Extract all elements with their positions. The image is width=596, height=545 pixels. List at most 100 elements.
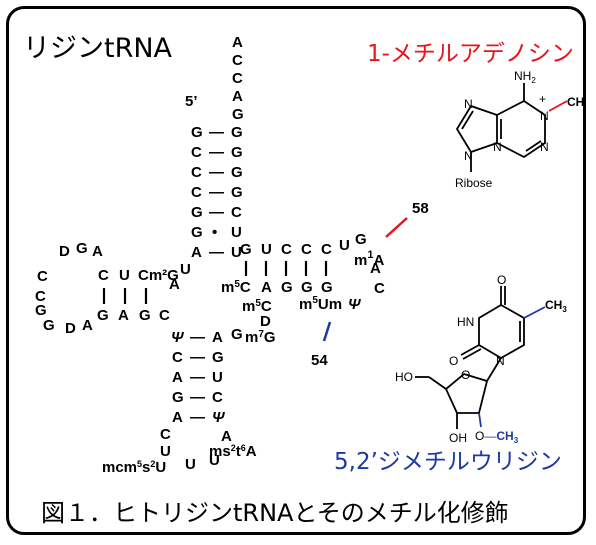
acceptor-tail-G: G	[232, 106, 244, 123]
five-prime-label: 5’	[185, 93, 198, 110]
ac-5p-C: C	[172, 349, 183, 366]
m5um-n1: N	[496, 354, 505, 368]
acceptor-pair-2: —	[209, 164, 224, 181]
d-loop-G2: G	[43, 317, 55, 334]
m1a-n9: N	[464, 149, 473, 163]
m1a-position-label: 58	[412, 200, 429, 217]
acceptor-5p-3: C	[191, 184, 202, 201]
acceptor-3p-4: C	[231, 204, 242, 221]
m5um-pointer-line	[322, 321, 332, 342]
m5um-glyco-bond	[486, 357, 502, 382]
acceptor-pair-6: —	[209, 244, 224, 261]
ac-pair-2: —	[190, 369, 205, 386]
acceptor-tail-C1: C	[232, 52, 243, 69]
m1a-structure	[455, 83, 568, 172]
t-loop-A: A	[370, 260, 381, 277]
m5um-o2-bond-2	[462, 348, 482, 360]
acceptor-tail-A1: A	[232, 34, 243, 51]
acceptor-3p-1: G	[231, 144, 243, 161]
t-loop-C: C	[374, 280, 385, 297]
m5um-o2-bond	[460, 344, 480, 356]
figure-canvas: リジンtRNA A C C A G 5’ G C C C G G A — — —…	[23, 33, 583, 527]
m5um-label: m5Um	[299, 295, 342, 313]
d-loop-C1: C	[37, 268, 48, 285]
m5um-structure	[415, 286, 546, 429]
m1a-plus: +	[539, 92, 546, 106]
ac-pair-1: —	[190, 349, 205, 366]
variable-G: G	[231, 326, 243, 343]
t-top-C3: C	[321, 241, 332, 258]
acceptor-pair-1: —	[209, 144, 224, 161]
t-top-U2: U	[339, 237, 350, 254]
m1a-n1: N	[540, 109, 549, 123]
acceptor-3p-3: G	[231, 184, 243, 201]
acceptor-pair-5: •	[212, 224, 217, 241]
m5um-ch3-bond	[523, 306, 546, 319]
ac-3p-A: A	[212, 329, 223, 346]
acceptor-5p-5: G	[191, 224, 203, 241]
m1a-dbl-3	[461, 110, 474, 130]
acceptor-tail-A2: A	[232, 88, 243, 105]
d-loop-G1: G	[76, 240, 88, 257]
t-bot-G2: G	[301, 279, 313, 296]
m5um-hn: HN	[457, 315, 474, 329]
acceptor-5p-2: C	[191, 164, 202, 181]
m1a-dbl-2	[525, 140, 542, 152]
d-stem-bot-G: G	[97, 307, 109, 324]
acceptor-5p-4: G	[191, 204, 203, 221]
ac-loop-U2: U	[185, 456, 196, 473]
m5um-c5-bond	[428, 376, 447, 390]
t-bot-A: A	[261, 279, 272, 296]
m5um-o2: O	[449, 354, 458, 368]
m1a-label: m1A	[354, 249, 384, 269]
d-loop-C2: C	[35, 288, 46, 305]
t-top-G: G	[240, 241, 252, 258]
m1a-ribose: Ribose	[455, 176, 493, 190]
connector-u: U	[180, 261, 191, 278]
m1a-n3: N	[493, 140, 502, 154]
variable-m7G: m7G	[245, 329, 276, 346]
m5um-o-ch3: O—CH3	[475, 429, 519, 445]
t-top-C1: C	[281, 241, 292, 258]
t-top-C2: C	[301, 241, 312, 258]
t-top-G2: G	[355, 231, 367, 248]
acceptor-3p-5: U	[231, 224, 242, 241]
variable-D: D	[260, 313, 271, 330]
t-loop-psi: Ψ	[348, 296, 361, 313]
m1a-five-ring	[455, 104, 498, 154]
m1a-nh2: NH2	[514, 69, 536, 85]
acceptor-tail-C2: C	[232, 70, 243, 87]
d-stem-top-C: C	[98, 267, 109, 284]
m5um-structure-labels: O HN O N CH3 O HO OH O—CH3	[395, 273, 567, 445]
t-bot-G1: G	[281, 279, 293, 296]
m5um-sugar-ring	[444, 372, 488, 414]
m5um-ring-o: O	[461, 368, 470, 382]
ac-loop-A: A	[221, 428, 232, 445]
t-top-U: U	[261, 241, 272, 258]
m5um-name: 5,2’ジメチルウリジン	[334, 449, 562, 475]
ac-3p-U: U	[212, 369, 223, 386]
d-stem-bot-C: C	[159, 307, 170, 324]
d-stem-bot-G2: G	[139, 307, 151, 324]
ac-pair-4: —	[190, 409, 205, 426]
d-stem-top-Cm2G: Cm²G	[138, 267, 179, 284]
d-loop-A1: A	[92, 243, 103, 260]
d-loop-D1: D	[59, 243, 70, 260]
d-loop-D2: D	[65, 320, 76, 337]
figure-frame: リジンtRNA A C C A G 5’ G C C C G G A — — —…	[6, 6, 586, 535]
ac-5p-psi: Ψ	[171, 329, 184, 346]
m1a-name: 1-メチルアデノシン	[367, 41, 574, 67]
figure-title: リジンtRNA	[23, 33, 173, 64]
m5um-ome-bond	[478, 412, 482, 428]
m5um-ring	[478, 304, 525, 360]
ac-5p-A2: A	[172, 409, 183, 426]
acceptor-pair-3: —	[209, 184, 224, 201]
m1a-n7: N	[464, 97, 473, 111]
m1a-n3b: N	[540, 140, 549, 154]
ac-loop-U1: U	[160, 443, 171, 460]
m1a-structure-labels: NH2 + N CH3 N N N N Ribose	[455, 69, 583, 190]
ac-loop-ms2t6A: ms2t6A	[209, 443, 257, 460]
acceptor-5p-1: C	[191, 144, 202, 161]
d-stem-bot-A: A	[118, 307, 129, 324]
d-stem-top-U: U	[119, 267, 130, 284]
